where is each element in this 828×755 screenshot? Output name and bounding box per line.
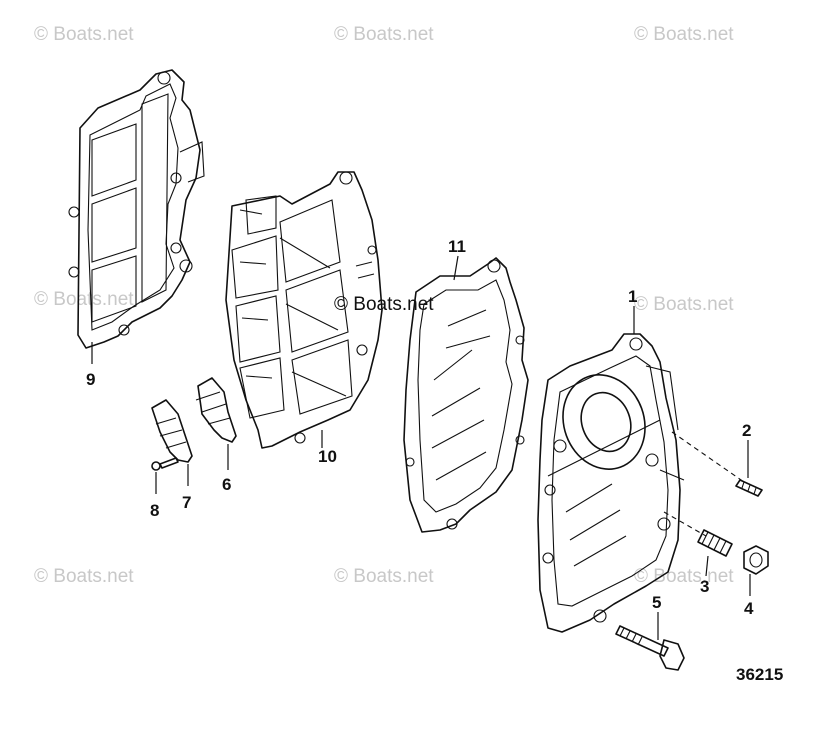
- reed-block-10-icon: [225, 171, 383, 449]
- nut-4-icon: [743, 545, 769, 575]
- leader-11: [453, 255, 459, 281]
- callout-4: 4: [744, 599, 754, 618]
- watermark-top-center: © Boats.net: [334, 24, 434, 45]
- callout-9: 9: [86, 370, 95, 389]
- callout-6: 6: [222, 475, 231, 494]
- callout-3: 3: [700, 577, 709, 596]
- watermark-top-left: © Boats.net: [34, 24, 134, 45]
- screw-8-icon: [151, 457, 179, 471]
- diagram-number: 36215: [736, 665, 783, 684]
- cover-plate-1-icon: [537, 333, 685, 633]
- callout-1: 1: [628, 287, 637, 306]
- stud-2-icon: [735, 479, 763, 497]
- watermark-bottom-right: © Boats.net: [634, 566, 734, 587]
- reed-petal-7-icon: [151, 399, 193, 463]
- watermark-mid-left: © Boats.net: [34, 289, 134, 310]
- watermark-center: © Boats.net: [334, 294, 434, 315]
- callout-7: 7: [182, 493, 191, 512]
- callout-2: 2: [742, 421, 751, 440]
- gasket-11-icon: [403, 257, 529, 533]
- callout-11: 11: [448, 237, 466, 256]
- watermark-bottom-left: © Boats.net: [34, 566, 134, 587]
- stud-3-icon: [697, 529, 733, 557]
- centerline-3: [663, 511, 707, 537]
- watermark-top-right: © Boats.net: [634, 24, 734, 45]
- watermark-bottom-center: © Boats.net: [334, 566, 434, 587]
- callout-5: 5: [652, 593, 661, 612]
- centerline-2: [671, 431, 745, 483]
- gasket-9-icon: [68, 69, 205, 349]
- watermark-mid-right: © Boats.net: [634, 294, 734, 315]
- leader-3: [705, 555, 709, 577]
- callout-8: 8: [150, 501, 159, 520]
- reed-stop-6-icon: [195, 377, 237, 443]
- bolt-5-icon: [615, 625, 685, 671]
- callout-10: 10: [318, 447, 337, 466]
